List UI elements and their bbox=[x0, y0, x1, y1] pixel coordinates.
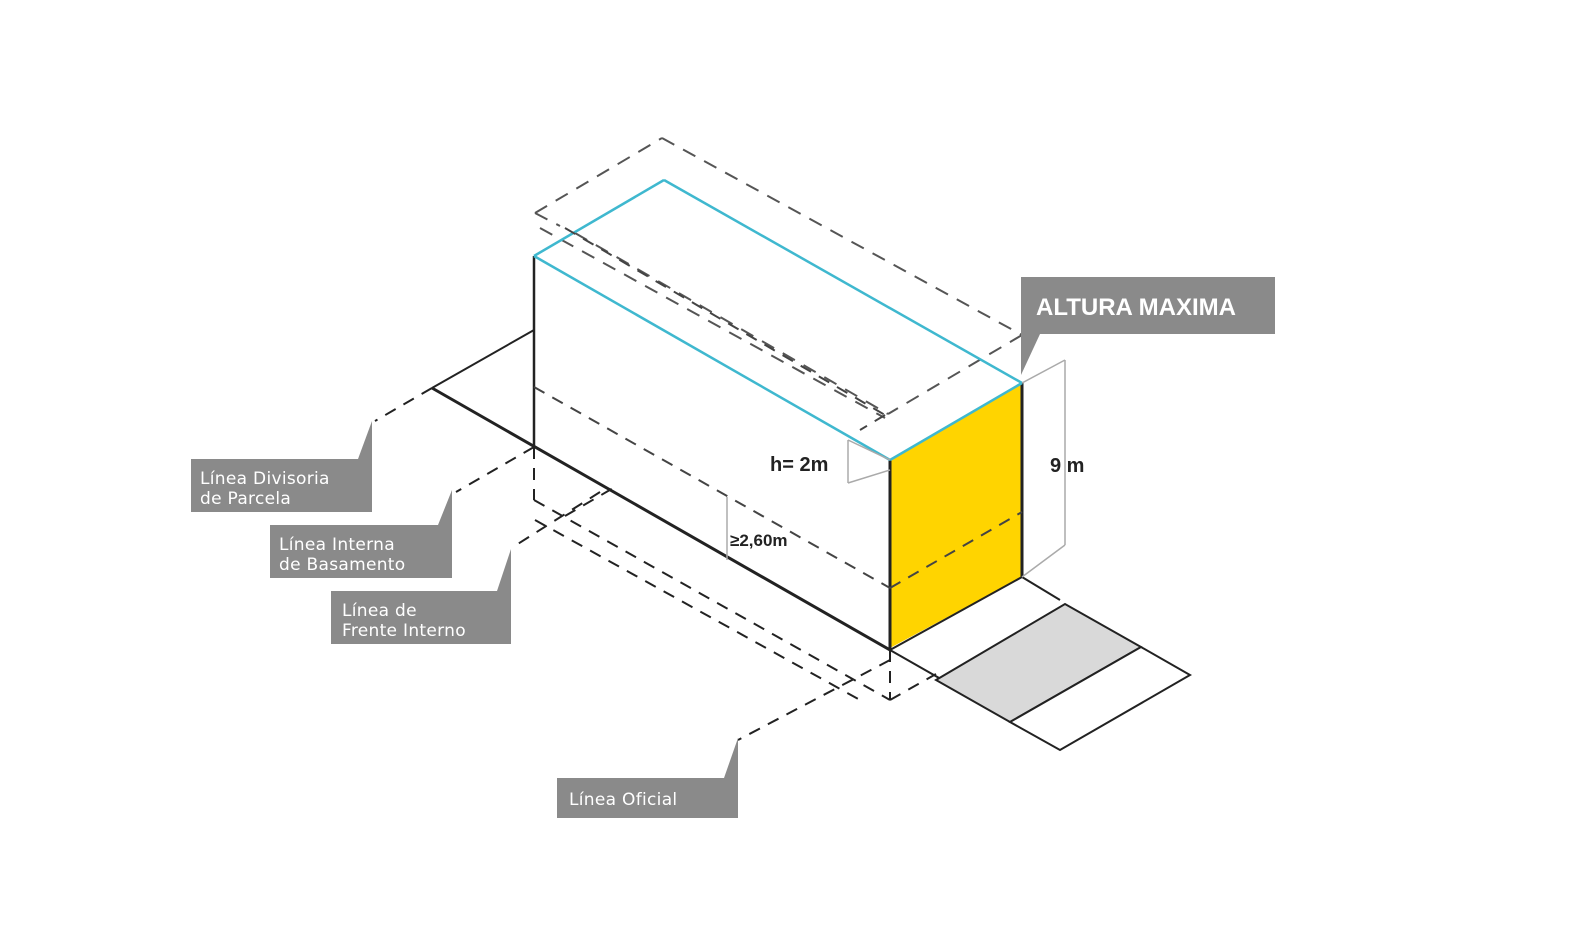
ground-dashed-projections bbox=[533, 447, 937, 701]
label-linea-interna: Línea Interna de Basamento bbox=[270, 490, 452, 578]
linea-divisoria-line2: de Parcela bbox=[200, 489, 291, 509]
roof-height-label: h= 2m bbox=[770, 454, 828, 476]
building-side-face bbox=[534, 256, 890, 648]
altura-maxima-callout: ALTURA MAXIMA bbox=[1021, 277, 1275, 375]
height-dimension-label: 9 m bbox=[1050, 455, 1084, 477]
internal-dashed-lines bbox=[533, 227, 1023, 589]
facade-yellow-face bbox=[890, 383, 1022, 648]
altura-maxima-label: ALTURA MAXIMA bbox=[1036, 294, 1236, 321]
height-dimension-9m bbox=[1021, 359, 1066, 578]
roof-outline bbox=[533, 178, 1023, 462]
linea-divisoria-line1: Línea Divisoria bbox=[200, 469, 330, 489]
base-height-label: ≥2,60m bbox=[730, 531, 788, 550]
linea-interna-line2: de Basamento bbox=[279, 555, 405, 575]
linea-frente-line1: Línea de bbox=[342, 601, 417, 621]
label-leader-lines bbox=[374, 387, 891, 741]
label-linea-frente-interno: Línea de Frente Interno bbox=[331, 549, 511, 644]
street-strip bbox=[1007, 645, 1193, 752]
parcel-envelope-dashed bbox=[534, 137, 1023, 419]
linea-frente-line2: Frente Interno bbox=[342, 621, 466, 641]
linea-interna-line1: Línea Interna bbox=[279, 535, 395, 555]
label-linea-divisoria: Línea Divisoria de Parcela bbox=[191, 421, 372, 512]
label-linea-oficial: Línea Oficial bbox=[557, 738, 738, 818]
roof-height-dimension bbox=[847, 439, 891, 484]
linea-oficial-label: Línea Oficial bbox=[569, 790, 677, 810]
